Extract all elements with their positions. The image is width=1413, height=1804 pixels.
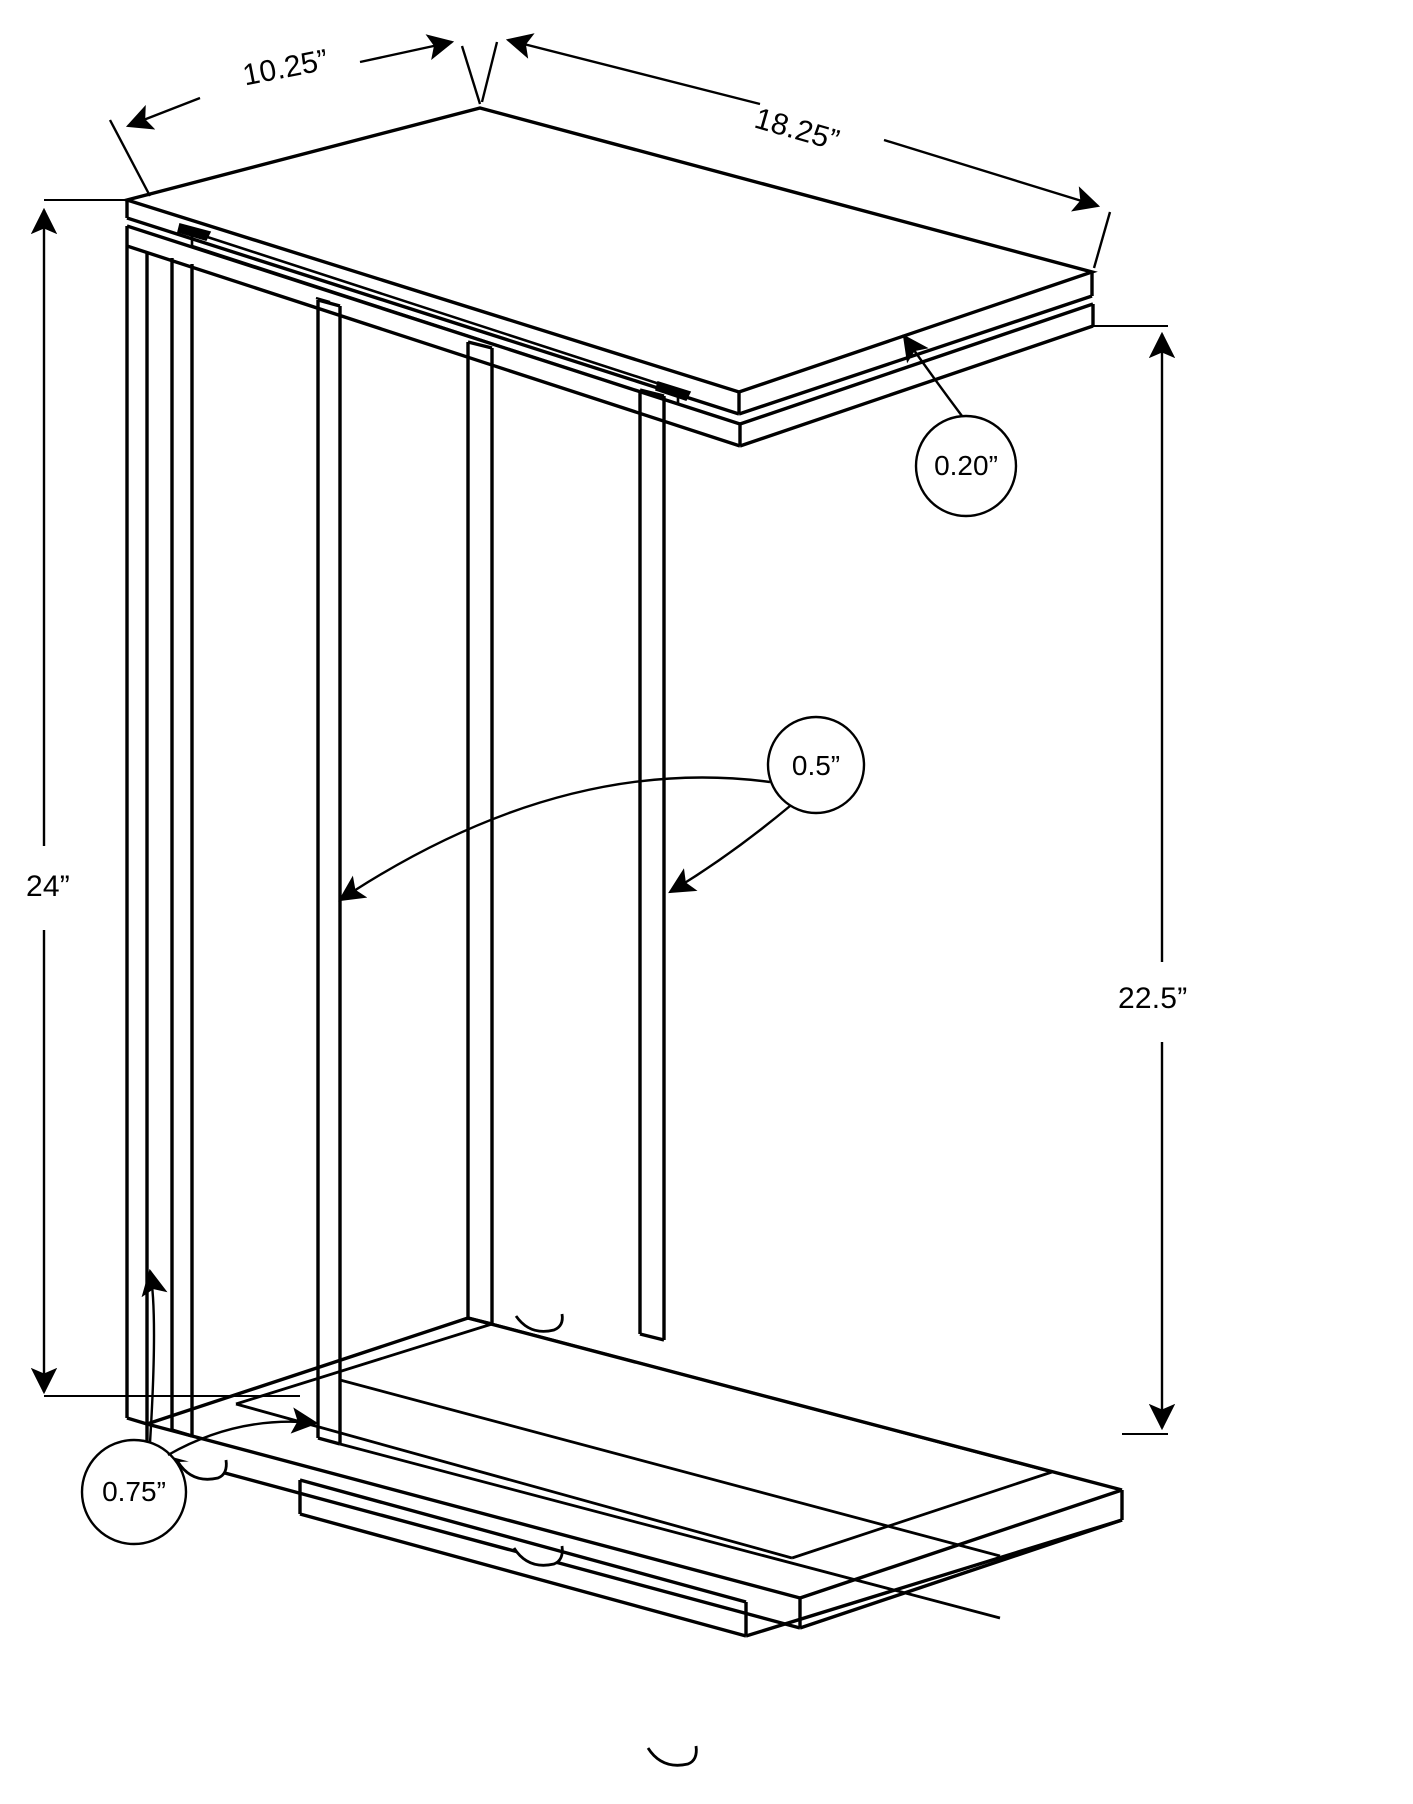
frame-tube-callout-leader — [338, 715, 866, 902]
top-thickness-callout-leader — [902, 334, 1018, 518]
table-top-under-frame — [125, 223, 1095, 448]
base-front-bottom-edge — [298, 1478, 1123, 1638]
top-thickness-callout-label: 0.20” — [934, 450, 998, 481]
overall-height-dimension-label: 24” — [26, 870, 70, 903]
base-rail-callout-label: 0.75” — [102, 1476, 166, 1507]
frame-tube-callout-label: 0.5” — [791, 750, 841, 781]
base-rail-callout-leader — [80, 1268, 319, 1546]
base-feet-glides — [176, 1313, 698, 1767]
depth-dimension-leader — [108, 34, 482, 197]
clearance-height-dimension-line — [1092, 325, 1176, 1435]
width-dimension-leader — [480, 33, 1112, 269]
left-side-frame-legs — [125, 246, 666, 1446]
overall-height-dimension-line — [30, 199, 300, 1397]
base-platform — [145, 1316, 1124, 1630]
clearance-height-dimension-label: 22.5” — [1118, 982, 1188, 1015]
